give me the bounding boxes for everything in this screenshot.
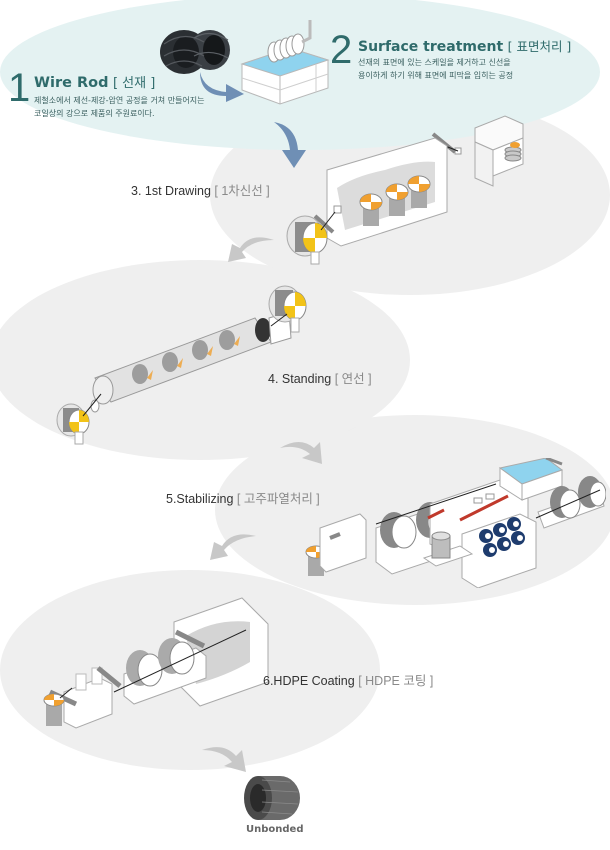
step-label-ko: [ 1차신선 ] [214, 184, 270, 198]
step-number: 1 [8, 66, 31, 110]
surface-treatment-tank-icon [240, 20, 330, 105]
hdpe-coating-line-icon [43, 597, 269, 729]
strand-coil-icon [244, 776, 300, 820]
step-title-en: Surface treatment [358, 39, 504, 55]
step-6-label: 6.HDPE Coating [ HDPE 코팅 ] [263, 670, 433, 689]
flow-arrow-icon [274, 122, 306, 168]
step-description-line: 코일상의 강으로 제품의 주원료이다. [34, 109, 155, 118]
step-2-surface-treatment: 2 Surface treatment [ 표면처리 ] 선재의 표면에 있는 … [330, 28, 610, 92]
step-label-ko: [ 고주파열처리 ] [236, 492, 320, 506]
step-label-en: 6.HDPE Coating [263, 674, 355, 688]
flow-arrow-icon [210, 534, 256, 560]
step-1-wire-rod: 1 Wire Rod [ 선재 ] 제철소에서 제선-제강-압연 공정을 거쳐 … [8, 66, 268, 130]
stabilizing-line-icon [305, 458, 606, 588]
step-label-en: 3. 1st Drawing [131, 184, 211, 198]
step-title-en: Wire Rod [34, 75, 109, 91]
step-label-en: 5.Stabilizing [166, 492, 234, 506]
wire-rod-coil-icon [160, 30, 230, 74]
step-label-ko: [ 연선 ] [334, 372, 372, 386]
flow-arrow-icon [202, 747, 246, 772]
step-5-label: 5.Stabilizing [ 고주파열처리 ] [166, 488, 320, 507]
product-label: Unbonded [246, 824, 304, 835]
step-description-line: 제철소에서 제선-제강-압연 공정을 거쳐 만들어지는 [34, 96, 205, 105]
step-description-line: 선재의 표면에 있는 스케일을 제거하고 신선을 [358, 58, 511, 67]
flow-arrow-icon [280, 442, 322, 464]
drawing-machine-icon [286, 115, 524, 265]
flow-arrow-icon [200, 72, 244, 102]
step-title-ko: [ 표면처리 ] [507, 39, 572, 54]
stranding-machine-icon [56, 285, 307, 445]
step-label-ko: [ HDPE 코팅 ] [358, 674, 434, 688]
step-title-ko: [ 선재 ] [112, 76, 156, 91]
step-description-line: 용이하게 하기 위해 표면에 피막을 입히는 공정 [358, 71, 514, 80]
step-3-label: 3. 1st Drawing [ 1차신선 ] [131, 180, 270, 199]
step-label-en: 4. Standing [268, 372, 332, 386]
flow-arrow-icon [228, 237, 274, 262]
step-number: 2 [330, 28, 353, 72]
step-4-label: 4. Standing [ 연선 ] [268, 368, 372, 387]
